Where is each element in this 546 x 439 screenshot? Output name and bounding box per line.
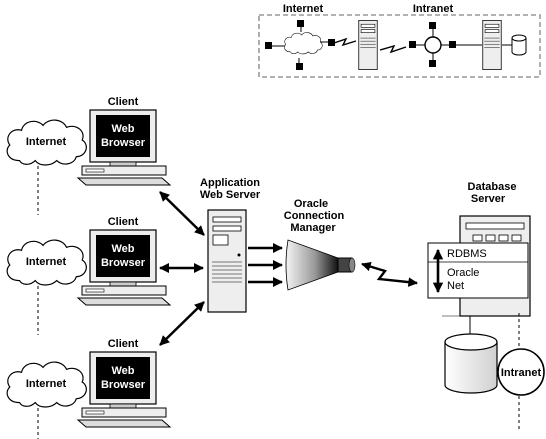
client-rows: InternetClientWebBrowserInternetClientWe… bbox=[6, 96, 172, 439]
legend-server-icon bbox=[358, 19, 378, 71]
db-net-label-line2: Net bbox=[447, 280, 464, 292]
app-server-label-line1: Application bbox=[200, 177, 260, 189]
client-base-unit-icon bbox=[81, 165, 167, 176]
client-keyboard-icon bbox=[76, 419, 172, 428]
db-software-box: RDBMS Oracle Net bbox=[427, 242, 529, 299]
db-net-label-line1: Oracle bbox=[447, 267, 479, 279]
client-label: Client bbox=[108, 216, 139, 228]
internet-cloud-label: Internet bbox=[26, 256, 67, 268]
internet-cloud-label: Internet bbox=[26, 136, 67, 148]
network-link-bolt-icon bbox=[361, 261, 418, 287]
db-rdbms-label: RDBMS bbox=[447, 248, 487, 260]
client-base-unit-icon bbox=[81, 285, 167, 296]
legend-intranet-hub-icon bbox=[409, 22, 456, 67]
database-cylinder-icon bbox=[444, 316, 498, 394]
client-base-unit-icon bbox=[81, 407, 167, 418]
app-server-label-line2: Web Server bbox=[200, 189, 261, 201]
legend-database-icon bbox=[502, 34, 527, 56]
cman-label-line3: Manager bbox=[290, 222, 336, 234]
client-label: Client bbox=[108, 338, 139, 350]
db-intranet-label: Intranet bbox=[501, 367, 542, 379]
monitor-text-line2: Browser bbox=[101, 257, 146, 269]
arrow-client3-to-appserver bbox=[159, 301, 205, 346]
arrow-client1-to-appserver bbox=[159, 191, 205, 236]
cman-funnel-icon bbox=[285, 239, 356, 291]
monitor-text-line1: Web bbox=[111, 123, 134, 135]
legend-link-bolt-icon-2 bbox=[379, 44, 407, 54]
monitor-text-line2: Browser bbox=[101, 137, 146, 149]
cman-label-line2: Connection bbox=[284, 210, 345, 222]
client-label: Client bbox=[108, 96, 139, 108]
legend-inset: Internet Intranet bbox=[258, 3, 541, 78]
app-server-tower-icon bbox=[207, 209, 247, 313]
internet-cloud-label: Internet bbox=[26, 378, 67, 390]
cman-label-line1: Oracle bbox=[294, 198, 328, 210]
monitor-text-line1: Web bbox=[111, 243, 134, 255]
legend-db-server-icon bbox=[482, 19, 502, 71]
legend-internet-cloud-icon bbox=[265, 20, 335, 70]
db-intranet-hub-icon: Intranet bbox=[497, 313, 545, 430]
legend-intranet-label: Intranet bbox=[413, 3, 454, 15]
legend-link-bolt-icon bbox=[333, 37, 357, 47]
db-server-label-line2: Server bbox=[471, 193, 506, 205]
db-server-label-line1: Database bbox=[468, 181, 517, 193]
legend-internet-label: Internet bbox=[283, 3, 324, 15]
client-keyboard-icon bbox=[76, 297, 172, 306]
monitor-text-line2: Browser bbox=[101, 379, 146, 391]
client-keyboard-icon bbox=[76, 177, 172, 186]
legend-frame bbox=[258, 14, 541, 78]
monitor-text-line1: Web bbox=[111, 365, 134, 377]
